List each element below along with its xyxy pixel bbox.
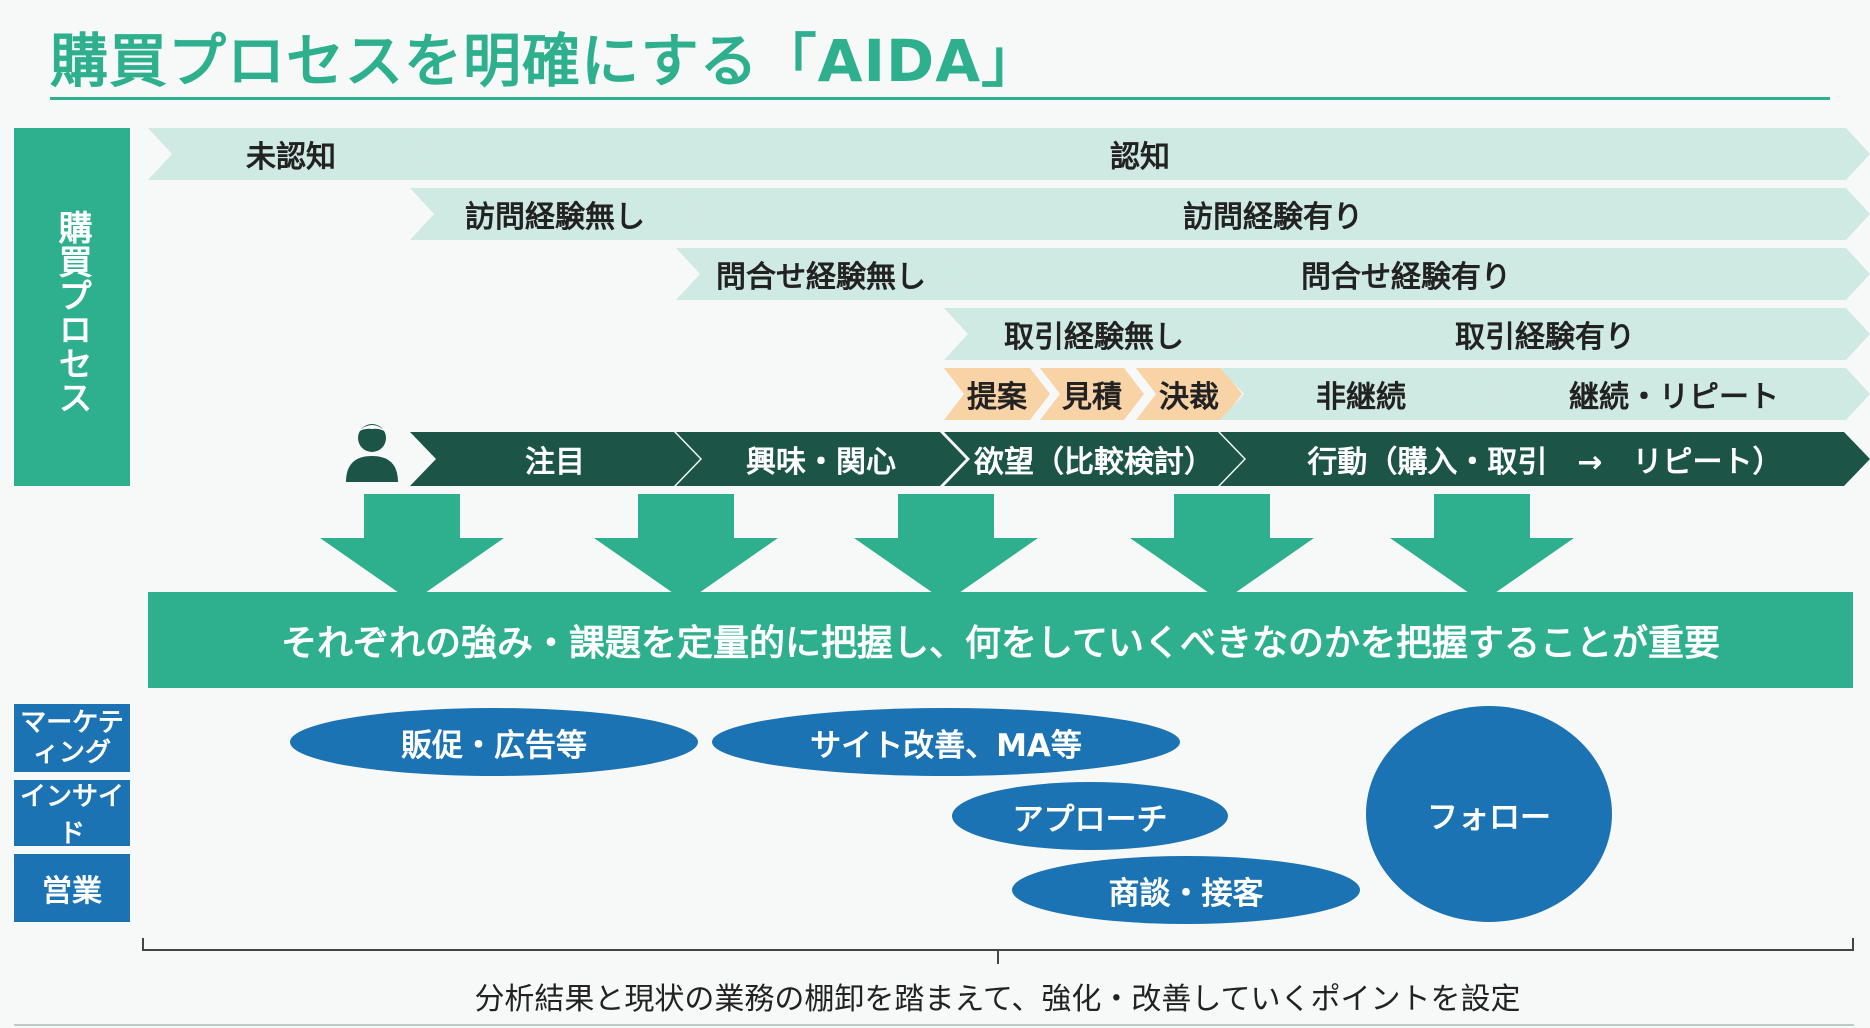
oval-approach-label: アプローチ [1012, 801, 1168, 838]
down-arrow-icon [1390, 494, 1574, 602]
summary-bracket [142, 938, 1854, 964]
chevron-desire-label: 欲望（比較検討） [974, 445, 1214, 480]
oval-negotiation-service: 商談・接客 [1012, 856, 1360, 924]
down-arrow-icon [1130, 494, 1314, 602]
footer-divider [14, 1024, 1854, 1026]
chevron-attention: 注目 [410, 432, 700, 486]
oval-promotion-ads-label: 販促・広告等 [401, 727, 587, 764]
chevron-dealt-label: 取引経験有り [1455, 320, 1635, 355]
chevron-no-inquiry: 問合せ経験無し [676, 248, 966, 300]
oval-follow-label: フォロー [1427, 799, 1551, 836]
chevron-proposal-label: 提案 [967, 380, 1027, 415]
chevron-continuing-repeat: 継続・リピート [1478, 368, 1870, 420]
chevron-inquired-label: 問合せ経験有り [1301, 260, 1511, 295]
role-field-sales-label: 営業 [42, 874, 102, 909]
page-title: 購買プロセスを明確にする「AIDA」 [50, 27, 1041, 95]
chevron-action-label: 行動（購入・取引 → リピート） [1307, 445, 1783, 480]
purchase-process-label: 購買プロセス [52, 210, 92, 414]
oval-site-improvement-label: サイト改善、MA等 [810, 727, 1082, 764]
chevron-unaware-label: 未認知 [246, 140, 336, 175]
chevron-inquired: 問合せ経験有り [942, 248, 1870, 300]
role-inside-sales-label: インサイド [19, 782, 124, 849]
role-marketing: マーケティング [14, 704, 130, 772]
chevron-non-continuing-label: 非継続 [1316, 380, 1406, 415]
chevron-no-inquiry-label: 問合せ経験無し [716, 260, 926, 295]
chevron-aware-label: 認知 [1110, 140, 1170, 175]
chevron-decision: 決裁 [1136, 368, 1242, 420]
chevron-no-visit-label: 訪問経験無し [465, 200, 645, 235]
chevron-decision-label: 決裁 [1159, 380, 1219, 415]
footer-summary: 分析結果と現状の業務の棚卸を踏まえて、強化・改善していくポイントを設定 [474, 982, 1521, 1017]
chevron-no-deal-label: 取引経験無し [1004, 320, 1184, 355]
person-icon [346, 424, 398, 482]
title-underline [50, 97, 1830, 100]
oval-site-improvement: サイト改善、MA等 [712, 708, 1180, 776]
chevron-attention-label: 注目 [525, 445, 585, 480]
chevron-desire: 欲望（比較検討） [944, 432, 1244, 486]
key-message-banner: それぞれの強み・課題を定量的に把握し、何をしていくべきなのかを把握することが重要 [148, 592, 1853, 688]
purchase-process-label-block: 購買プロセス [14, 128, 130, 486]
role-field-sales: 営業 [14, 854, 130, 922]
chevron-no-deal: 取引経験無し [944, 308, 1244, 360]
chevron-interest-label: 興味・関心 [746, 445, 896, 480]
chevron-non-continuing: 非継続 [1220, 368, 1502, 420]
chevron-dealt: 取引経験有り [1220, 308, 1870, 360]
chevron-visited: 訪問経験有り [676, 188, 1870, 240]
down-arrow-icon [594, 494, 778, 602]
chevron-interest: 興味・関心 [676, 432, 966, 486]
role-marketing-label: マーケティング [20, 708, 124, 768]
chevron-estimate: 見積 [1040, 368, 1144, 420]
down-arrow-icon [320, 494, 504, 602]
chevron-no-visit: 訪問経験無し [410, 188, 700, 240]
chevron-unaware: 未認知 [148, 128, 434, 180]
chevron-visited-label: 訪問経験有り [1183, 200, 1363, 235]
oval-promotion-ads: 販促・広告等 [290, 708, 698, 776]
chevron-estimate-label: 見積 [1062, 380, 1122, 415]
chevron-aware: 認知 [410, 128, 1870, 180]
chevron-action: 行動（購入・取引 → リピート） [1220, 432, 1870, 486]
oval-negotiation-service-label: 商談・接客 [1108, 875, 1264, 912]
down-arrow-icon [854, 494, 1038, 602]
oval-follow: フォロー [1366, 706, 1612, 922]
role-inside-sales: インサイド [14, 780, 130, 849]
chevron-continuing-repeat-label: 継続・リピート [1569, 380, 1779, 415]
chevron-proposal: 提案 [944, 368, 1050, 420]
oval-approach: アプローチ [952, 782, 1228, 850]
